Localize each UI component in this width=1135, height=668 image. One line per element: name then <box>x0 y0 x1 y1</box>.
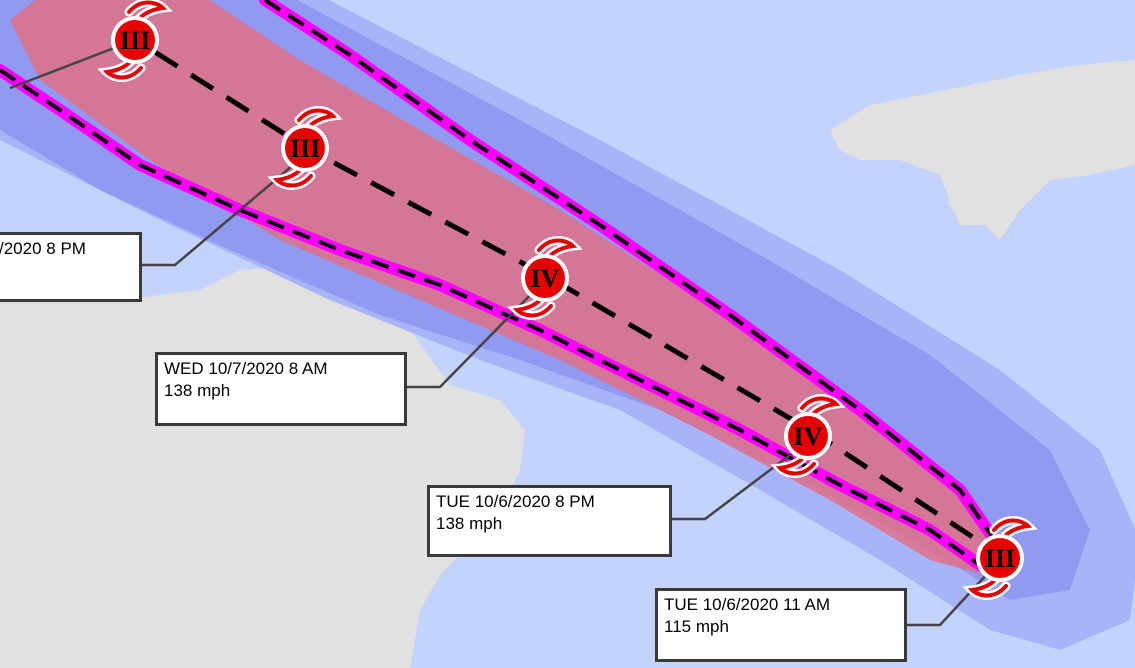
forecast-label: TUE 10/6/2020 8 PM 138 mph <box>427 485 672 557</box>
hurricane-icon: IV <box>770 394 846 478</box>
forecast-wind: 138 mph <box>436 514 503 533</box>
storm-category: III <box>290 134 320 163</box>
storm-category: III <box>985 544 1015 573</box>
forecast-label: /2020 8 PM <box>0 232 142 302</box>
hurricane-icon: III <box>962 516 1038 600</box>
forecast-wind: 138 mph <box>164 381 231 400</box>
hurricane-icon: III <box>97 0 173 82</box>
leader-line-2 <box>140 154 306 267</box>
land-isle-of-youth <box>948 180 990 220</box>
cone-edge-south <box>0 64 986 571</box>
forecast-time: WED 10/7/2020 8 AM <box>164 359 328 378</box>
storm-category: IV <box>794 422 823 451</box>
forecast-wind: 115 mph <box>664 617 729 636</box>
forecast-label: WED 10/7/2020 8 AM 138 mph <box>155 352 407 426</box>
forecast-label: TUE 10/6/2020 11 AM 115 mph <box>655 588 907 662</box>
storm-markers: III III IV IV III <box>97 0 1038 600</box>
storm-category: III <box>120 26 150 55</box>
land-cuba <box>830 60 1135 240</box>
forecast-time: /2020 8 PM <box>0 239 86 258</box>
forecast-time: TUE 10/6/2020 11 AM <box>664 595 831 614</box>
hurricane-icon: IV <box>507 236 583 320</box>
forecast-time: TUE 10/6/2020 8 PM <box>436 492 595 511</box>
cone-edge-north <box>259 0 1011 561</box>
storm-category: IV <box>531 264 560 293</box>
leader-line-5 <box>905 559 1001 627</box>
forecast-track-line <box>118 27 1002 558</box>
leader-line-3 <box>405 279 546 389</box>
hurricane-icon: III <box>267 106 343 190</box>
